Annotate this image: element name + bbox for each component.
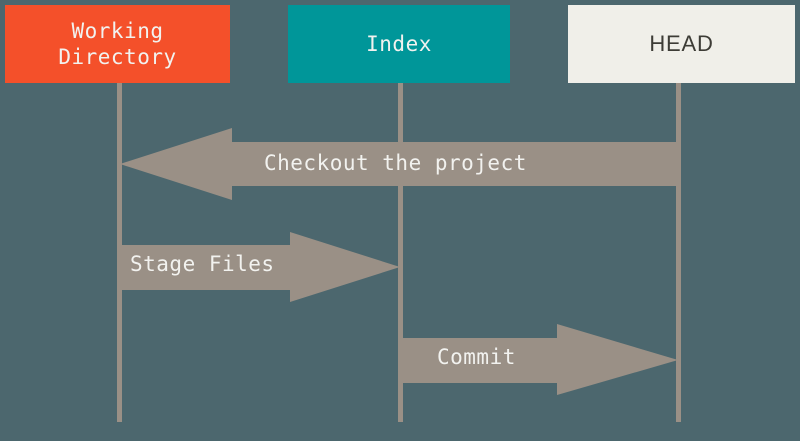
arrow-commit-shape	[400, 324, 678, 395]
lifeline-working-directory	[117, 83, 122, 422]
lifeline-index	[398, 83, 403, 422]
arrow-stage-files-shape	[120, 232, 400, 302]
arrow-checkout-shape	[120, 128, 678, 200]
node-index: Index	[288, 5, 510, 83]
node-index-label: Index	[366, 31, 432, 56]
arrow-label-stage-files: Stage Files	[130, 252, 275, 276]
node-head: HEAD	[568, 5, 795, 83]
node-working-directory-label: Working Directory	[58, 18, 177, 69]
node-working-directory: Working Directory	[5, 5, 230, 83]
arrow-label-checkout: Checkout the project	[264, 151, 527, 175]
lifeline-head	[676, 83, 681, 422]
arrow-label-commit: Commit	[437, 345, 516, 369]
node-head-label: HEAD	[649, 31, 714, 57]
